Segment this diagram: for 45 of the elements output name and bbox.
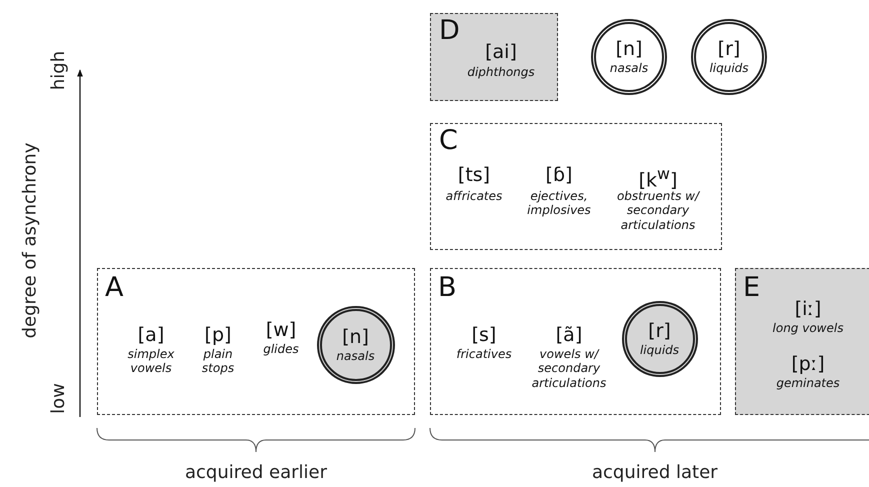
ipa-symbol: [a] — [136, 324, 166, 347]
ipa-symbol: [n] — [616, 38, 642, 62]
ipa-symbol: [ts] — [456, 164, 492, 187]
sound-class-name: vowels w/ secondary articulations — [530, 347, 608, 390]
ipa-symbol: [n] — [342, 326, 369, 349]
ipa-symbol: [w] — [264, 319, 298, 342]
group-letter: D — [439, 17, 460, 44]
group-letter: C — [439, 127, 458, 154]
sound-class-name: nasals — [336, 348, 375, 364]
sound-class-box — [735, 268, 869, 415]
ipa-symbol: [r] — [718, 38, 740, 62]
sound-class-name: diphthongs — [466, 65, 536, 80]
ipa-symbol: [ai] — [484, 41, 518, 64]
sound-class-name: affricates — [444, 189, 504, 204]
sound-class-box — [430, 268, 721, 415]
sound-class-name: obstruents w/ secondary articulations — [616, 189, 701, 232]
ipa-symbol: [ɓ] — [544, 164, 574, 187]
axis-end-label: low — [47, 382, 68, 414]
ipa-symbol: [k$^{w}$] — [638, 164, 678, 192]
ipa-symbol: [p] — [204, 324, 232, 347]
sound-class-name: ejectives, implosives — [526, 189, 592, 218]
axis-title: degree of asynchrony — [19, 142, 40, 338]
ipa-symbol: [ã] — [554, 324, 584, 347]
axis-end-label: high — [48, 50, 69, 90]
sound-class-box — [430, 123, 722, 250]
ipa-symbol: [pː] — [790, 353, 826, 376]
group-letter: B — [438, 274, 457, 301]
sound-class-name: long vowels — [772, 321, 844, 336]
sound-class-name: liquids — [640, 342, 680, 358]
sound-class-name: liquids — [709, 61, 749, 76]
sound-class-name: fricatives — [455, 347, 513, 362]
sound-class-name: geminates — [775, 376, 841, 390]
sound-class-name: simplex vowels — [126, 347, 176, 376]
group-letter: E — [743, 274, 760, 301]
sound-class-name: glides — [262, 342, 300, 356]
sound-class-name: plain stops — [200, 347, 236, 376]
sound-class-name: nasals — [610, 61, 648, 76]
ipa-symbol: [s] — [470, 324, 498, 347]
brace-label: acquired earlier — [185, 462, 327, 482]
sound-class-box — [430, 13, 558, 101]
sound-class-box — [97, 268, 415, 415]
brace-label: acquired later — [592, 462, 718, 482]
group-letter: A — [105, 274, 124, 301]
ipa-symbol: [r] — [648, 320, 671, 343]
ipa-symbol: [iː] — [794, 298, 822, 321]
